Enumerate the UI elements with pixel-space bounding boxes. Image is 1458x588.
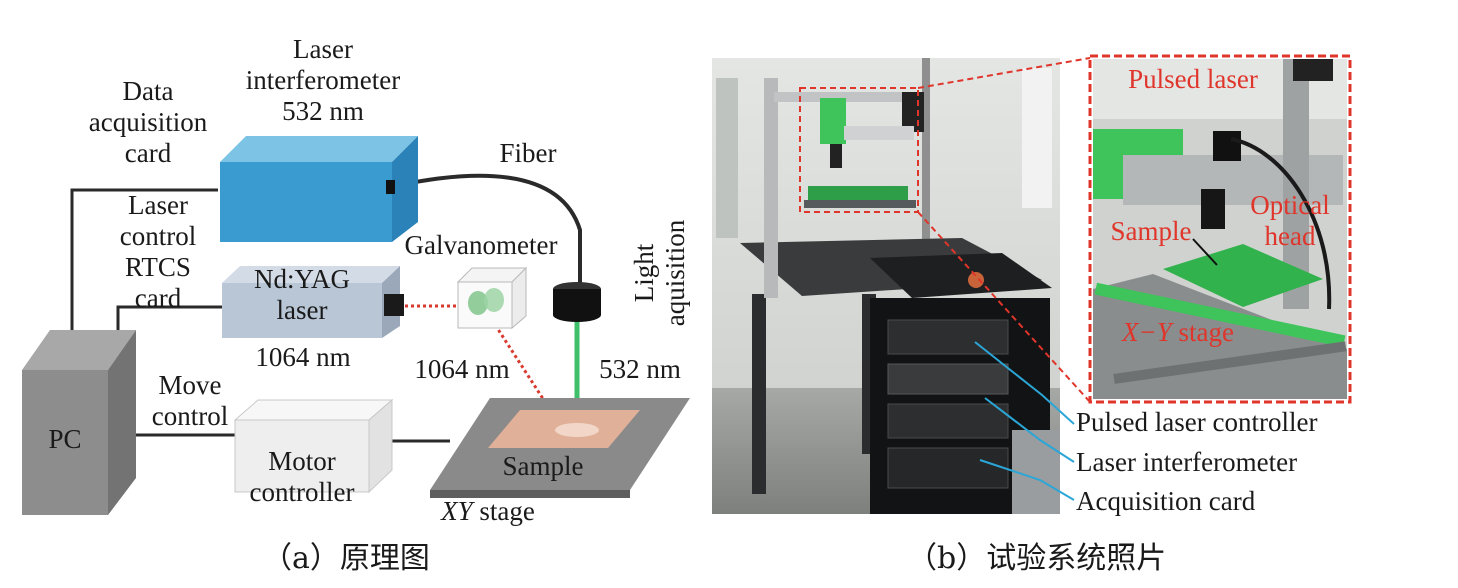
wire-pc-ndyag bbox=[116, 305, 222, 338]
label-ndyag-wavelength: 1064 nm bbox=[255, 342, 351, 372]
wire-pc-interferometer bbox=[70, 188, 218, 355]
wiring-lines bbox=[70, 173, 582, 443]
inset-photo bbox=[1093, 59, 1347, 399]
callout-pulsed-laser-controller: Pulsed laser controller bbox=[1076, 407, 1318, 437]
label-beam-532: 532 nm bbox=[599, 354, 681, 384]
callout-acquisition-card: Acquisition card bbox=[1076, 486, 1256, 516]
xy-stage bbox=[430, 398, 690, 498]
ndyag-laser-box bbox=[222, 266, 404, 338]
inset-label-sample: Sample bbox=[1110, 216, 1192, 246]
label-galvanometer: Galvanometer bbox=[404, 230, 558, 260]
light-acquisition-head bbox=[553, 282, 601, 322]
label-laser-control-rtcs-card: Laser control RTCS card bbox=[119, 190, 197, 313]
fiber-cable bbox=[394, 173, 582, 285]
lab-photo-drawing bbox=[712, 58, 1060, 514]
label-sample: Sample bbox=[502, 451, 584, 481]
label-xy-stage: XY stage bbox=[441, 496, 535, 526]
label-beam-1064: 1064 nm bbox=[414, 354, 510, 384]
inset-label-optical-head: Optical head bbox=[1250, 190, 1330, 251]
lab-photo bbox=[712, 58, 1060, 514]
callout-laser-interferometer: Laser interferometer bbox=[1076, 447, 1298, 477]
laser-interferometer-box bbox=[220, 136, 418, 242]
label-ndyag-laser: Nd:YAG laser bbox=[253, 264, 350, 325]
photo-highlight-frame bbox=[799, 87, 919, 213]
caption-b: （b）试验系统照片 bbox=[907, 541, 1167, 576]
inset-label-pulsed-laser: Pulsed laser bbox=[1128, 64, 1258, 94]
label-data-acquisition-card: Data acquisition card bbox=[88, 76, 208, 168]
label-laser-interferometer: Laser interferometer 532 nm bbox=[245, 34, 401, 126]
label-motor-controller: Motor controller bbox=[249, 446, 355, 507]
caption-a: （a）原理图 bbox=[262, 541, 430, 576]
fiber-port bbox=[386, 180, 395, 194]
laser-aperture bbox=[384, 294, 404, 316]
inset-photo-drawing bbox=[1093, 59, 1347, 399]
label-pc: PC bbox=[48, 424, 82, 454]
motor-controller-box bbox=[233, 398, 394, 494]
pc-tower bbox=[22, 330, 136, 515]
schematic-diagram bbox=[22, 136, 690, 515]
label-fiber: Fiber bbox=[499, 138, 557, 168]
galvanometer bbox=[456, 266, 528, 330]
label-move-control: Move control bbox=[151, 370, 229, 431]
inset-label-xy-stage: X−Y stage bbox=[1122, 317, 1234, 347]
